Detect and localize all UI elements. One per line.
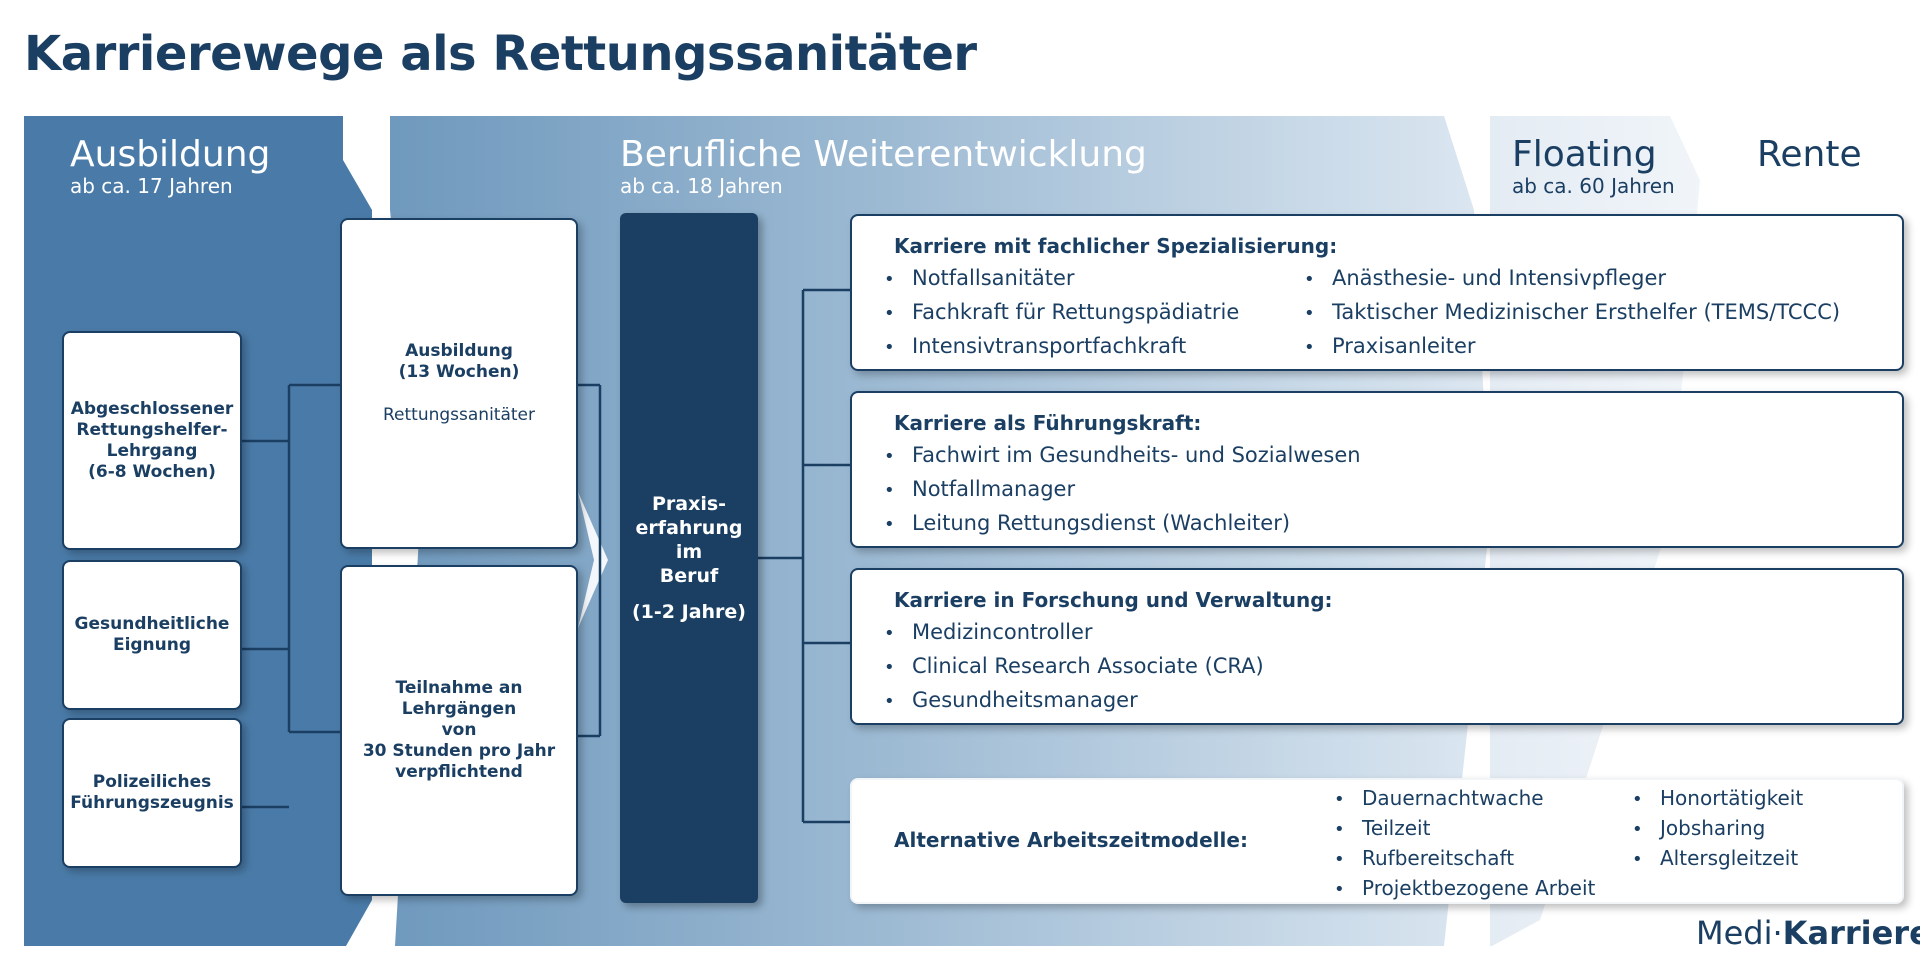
phase-subtitle-ausbildung: ab ca. 17 Jahren — [70, 174, 233, 198]
courses-box: Teilnahme an Lehrgängen von 30 Stunden p… — [340, 565, 578, 896]
list-item: Anästhesie- und Intensivpfleger — [1304, 262, 1840, 296]
page-title: Karrierewege als Rettungssanitäter — [24, 26, 977, 82]
career-fuehrung-list: Fachwirt im Gesundheits- und Sozialwesen… — [884, 439, 1361, 541]
requirement-rettungshelfer: Abgeschlossener Rettungshelfer- Lehrgang… — [62, 331, 242, 550]
phase-title-weiterentwicklung: Berufliche Weiterentwicklung — [620, 134, 1147, 175]
list-item: Altersgleitzeit — [1632, 844, 1803, 874]
list-item: Teilzeit — [1334, 814, 1595, 844]
list-item: Fachwirt im Gesundheits- und Sozialwesen — [884, 439, 1361, 473]
career-spezialisierung-list-1: Notfallsanitäter Fachkraft für Rettungsp… — [884, 262, 1239, 364]
list-item: Taktischer Medizinischer Ersthelfer (TEM… — [1304, 296, 1840, 330]
list-item: Jobsharing — [1632, 814, 1803, 844]
career-forschung: Karriere in Forschung und Verwaltung: Me… — [850, 568, 1904, 725]
requirement-gesundheit: Gesundheitliche Eignung — [62, 560, 242, 710]
list-item: Dauernachtwache — [1334, 784, 1595, 814]
career-spezialisierung-list-2: Anästhesie- und Intensivpfleger Taktisch… — [1304, 262, 1840, 364]
requirement-fuehrungszeugnis: Polizeiliches Führungszeugnis — [62, 718, 242, 868]
list-item: Fachkraft für Rettungspädiatrie — [884, 296, 1239, 330]
list-item: Intensivtransportfachkraft — [884, 330, 1239, 364]
phase-title-ausbildung: Ausbildung — [70, 134, 271, 175]
list-item: Notfallsanitäter — [884, 262, 1239, 296]
list-item: Clinical Research Associate (CRA) — [884, 650, 1264, 684]
phase-title-floating: Floating — [1512, 134, 1657, 175]
career-spezialisierung-title: Karriere mit fachlicher Spezialisierung: — [894, 234, 1338, 258]
career-forschung-list: Medizincontroller Clinical Research Asso… — [884, 616, 1264, 718]
training-box: Ausbildung (13 Wochen) Rettungssanitäter — [340, 218, 578, 549]
career-alternativ-list-1: Dauernachtwache Teilzeit Rufbereitschaft… — [1334, 784, 1595, 904]
career-alternativ: Alternative Arbeitszeitmodelle: Dauernac… — [850, 778, 1904, 904]
brand-logo: Medi·Karriere — [1696, 914, 1920, 952]
phase-title-rente: Rente — [1757, 134, 1862, 175]
connector-lines — [242, 288, 850, 824]
career-alternativ-title: Alternative Arbeitszeitmodelle: — [894, 828, 1248, 852]
career-fuehrung-title: Karriere als Führungskraft: — [894, 411, 1202, 435]
list-item: Rufbereitschaft — [1334, 844, 1595, 874]
arrow-chevron — [578, 492, 608, 628]
list-item: Medizincontroller — [884, 616, 1264, 650]
list-item: Projektbezogene Arbeit — [1334, 874, 1595, 904]
career-fuehrung: Karriere als Führungskraft: Fachwirt im … — [850, 391, 1904, 548]
list-item: Leitung Rettungsdienst (Wachleiter) — [884, 507, 1361, 541]
phase-subtitle-floating: ab ca. 60 Jahren — [1512, 174, 1675, 198]
career-spezialisierung: Karriere mit fachlicher Spezialisierung:… — [850, 214, 1904, 371]
list-item: Honortätigkeit — [1632, 784, 1803, 814]
list-item: Gesundheitsmanager — [884, 684, 1264, 718]
phase-subtitle-weiterentwicklung: ab ca. 18 Jahren — [620, 174, 783, 198]
list-item: Praxisanleiter — [1304, 330, 1840, 364]
career-forschung-title: Karriere in Forschung und Verwaltung: — [894, 588, 1333, 612]
career-alternativ-list-2: Honortätigkeit Jobsharing Altersgleitzei… — [1632, 784, 1803, 874]
praxis-box: Praxis- erfahrung im Beruf (1-2 Jahre) — [620, 213, 758, 903]
list-item: Notfallmanager — [884, 473, 1361, 507]
